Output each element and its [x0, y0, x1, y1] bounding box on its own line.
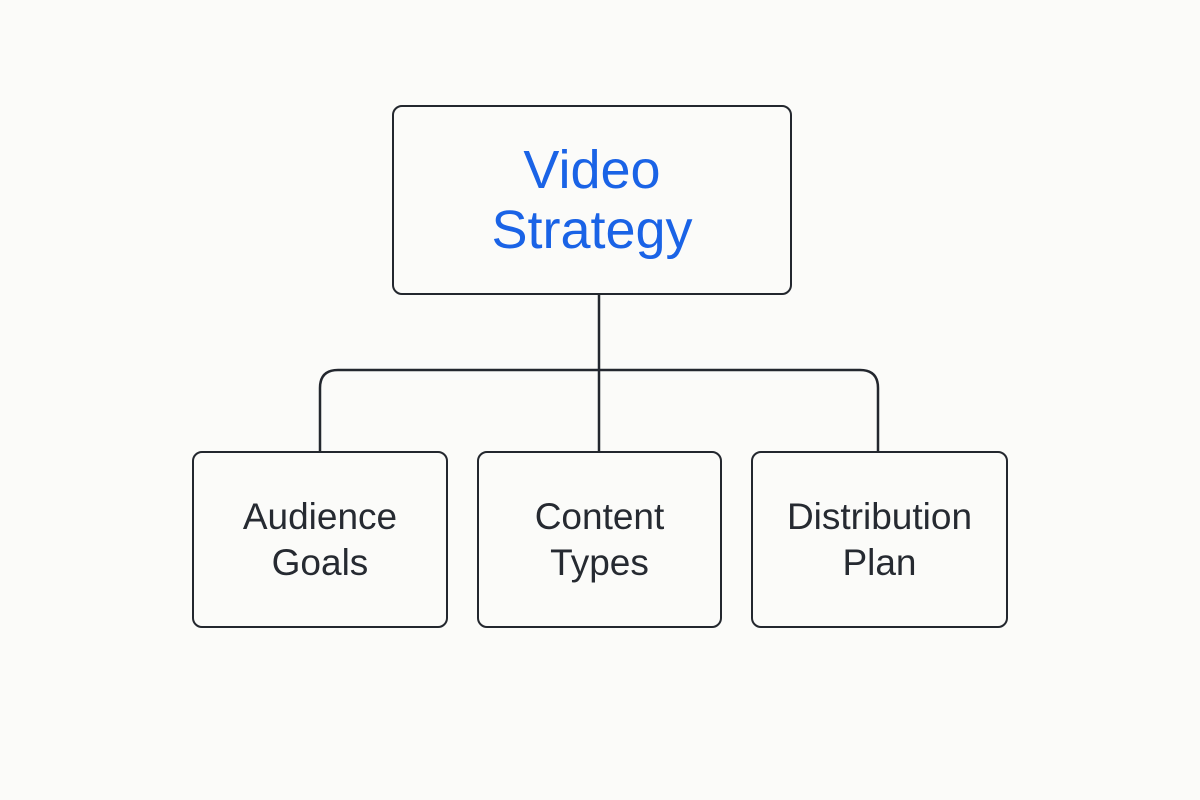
child-1-label-line-1: Audience [242, 495, 398, 537]
child-node-audience-goals: Audience Goals [192, 451, 448, 628]
child-2-label-line-2: Types [550, 541, 649, 583]
child-2-label-line-1: Content [534, 495, 665, 537]
child-3-label-line-1: Distribution [786, 495, 973, 537]
child-3-label-line-2: Plan [842, 541, 917, 583]
root-label-line-2: Strategy [491, 200, 693, 260]
child-node-label: Audience Goals [243, 494, 397, 586]
child-node-content-types: Content Types [477, 451, 722, 628]
root-node-label: Video Strategy [491, 140, 692, 260]
child-1-label-line-2: Goals [271, 541, 369, 583]
root-label-line-1: Video [523, 140, 661, 200]
child-node-label: Distribution Plan [787, 494, 972, 586]
root-node-video-strategy: Video Strategy [392, 105, 792, 295]
connector-branch-bar [318, 368, 880, 451]
child-node-label: Content Types [535, 494, 665, 586]
child-node-distribution-plan: Distribution Plan [751, 451, 1008, 628]
